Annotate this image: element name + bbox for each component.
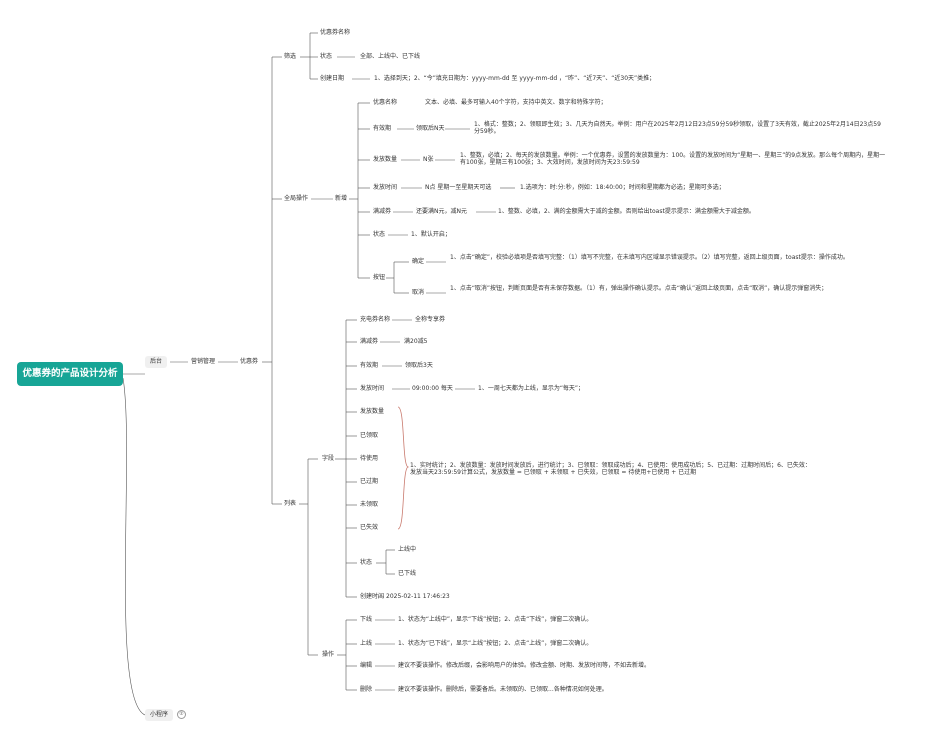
- filter-created-desc: 1、选择到天；2、“今”填充日期为：yyyy-mm-dd 至 yyyy-mm-d…: [374, 75, 656, 82]
- online-btn-node[interactable]: 上线: [360, 640, 373, 647]
- list-created-val: 2025-02-11 17:46:23: [386, 593, 450, 600]
- ops-node[interactable]: 操作: [322, 651, 335, 658]
- filter-created-node[interactable]: 创建日期: [320, 75, 345, 82]
- add-time-desc: 1.选项为：时:分:秒，例如：18:40:00；时间和星期都为必选；星期可多选；: [520, 184, 725, 191]
- fields-node[interactable]: 字段: [322, 455, 335, 462]
- add-threshold-node[interactable]: 满减券: [373, 208, 392, 215]
- filter-status-node[interactable]: 状态: [320, 53, 333, 60]
- stat-item[interactable]: 已领取: [360, 432, 379, 439]
- confirm-node[interactable]: 确定: [412, 258, 425, 265]
- offline-btn-desc: 1、状态为“上线中”，显示“下线”按钮；2、点击“下线”，弹窗二次确认。: [398, 616, 593, 623]
- add-time-mid: N点 星期一至星期天可选: [425, 184, 492, 191]
- list-validity-val: 领取后3天: [405, 362, 433, 369]
- stat-item[interactable]: 待使用: [360, 455, 379, 462]
- list-node[interactable]: 列表: [284, 500, 297, 507]
- collapsed-count-badge[interactable]: ②: [177, 710, 186, 719]
- cancel-node[interactable]: 取消: [412, 289, 425, 296]
- offline-btn-node[interactable]: 下线: [360, 616, 373, 623]
- list-time-val: 09:00:00 每天: [412, 385, 453, 392]
- stat-item[interactable]: 已过期: [360, 478, 379, 485]
- list-validity-node[interactable]: 有效期: [360, 362, 379, 369]
- filter-node[interactable]: 筛选: [284, 53, 297, 60]
- stat-item[interactable]: 发放数量: [360, 408, 385, 415]
- stats-brace: [397, 406, 410, 530]
- delete-desc: 建议不要该操作。删除后，需要备后。未领取的、已领取...各种情况如何处理。: [398, 686, 608, 693]
- add-threshold-desc: 1、整数、必填，2、满的金额需大于减的金额。否则给出toast提示提示：满金额需…: [498, 208, 755, 215]
- add-count-desc: 1、整数，必填；2、每天的发放数量。举例：一个优惠券，设置的发放数量为：100。…: [460, 152, 886, 166]
- add-name-desc: 文本、必填、最多可输入40个字符，支持中英文、数字和特殊字符；: [425, 99, 607, 106]
- list-time-node[interactable]: 发放时间: [360, 385, 385, 392]
- add-validity-mid: 领取后N天: [416, 125, 445, 132]
- cancel-desc: 1、点击“取消”按钮，判断页面是否有未保存数据。（1）有，弹出操作确认提示。点击…: [450, 285, 828, 292]
- list-name-val: 全称专享券: [415, 316, 446, 323]
- add-status-node[interactable]: 状态: [373, 231, 386, 238]
- add-status-desc: 1、默认开启；: [411, 231, 451, 238]
- coupon-node[interactable]: 优惠券: [240, 358, 259, 365]
- add-name-node[interactable]: 优惠名称: [373, 99, 398, 106]
- delete-node[interactable]: 删除: [360, 686, 373, 693]
- backend-node[interactable]: 后台: [145, 356, 168, 368]
- marketing-node[interactable]: 营销管理: [191, 358, 216, 365]
- stats-desc: 1、实时统计；2、发放数量：发放时间发放后，进行统计；3、已领取：领取成功后；4…: [410, 462, 811, 476]
- list-status-node[interactable]: 状态: [360, 559, 373, 566]
- status-online[interactable]: 上线中: [398, 546, 417, 553]
- add-validity-node[interactable]: 有效期: [373, 125, 392, 132]
- global-ops-node[interactable]: 全局操作: [284, 195, 309, 202]
- confirm-desc: 1、点击“确定”，校验必填项是否填写完整：（1）填写不完整，在未填写内区域显示错…: [450, 254, 849, 261]
- status-offline[interactable]: 已下线: [398, 570, 417, 577]
- online-btn-desc: 1、状态为“已下线”，显示“上线”按钮；2、点击“上线”，弹窗二次确认。: [398, 640, 593, 647]
- add-validity-desc: 1、格式：整数；2、领取即生效；3、几天为自然天。举例：用户在2025年2月12…: [474, 121, 881, 135]
- list-time-desc: 1、一周七天都为上线，显示为“每天”；: [478, 385, 585, 392]
- add-buttons-node[interactable]: 按钮: [373, 274, 386, 281]
- miniprogram-node[interactable]: 小程序: [145, 709, 174, 721]
- edit-desc: 建议不要该操作。修改后缀，会影响用户的体验。修改金额、时期、发放时间等，不如去新…: [398, 662, 651, 669]
- add-count-node[interactable]: 发放数量: [373, 156, 398, 163]
- list-created-node[interactable]: 创建时间: [360, 593, 385, 600]
- list-threshold-node[interactable]: 满减券: [360, 338, 379, 345]
- filter-status-values: 全部、上线中、已下线: [360, 53, 421, 60]
- add-count-mid: N张: [423, 156, 434, 163]
- root-node[interactable]: 优惠券的产品设计分析: [17, 362, 123, 386]
- add-time-node[interactable]: 发放时间: [373, 184, 398, 191]
- list-name-node[interactable]: 充电券名称: [360, 316, 391, 323]
- stat-item[interactable]: 未领取: [360, 501, 379, 508]
- filter-name-node[interactable]: 优惠券名称: [320, 29, 351, 36]
- add-node[interactable]: 新增: [335, 195, 348, 202]
- add-threshold-mid: 还要满N元，减N元: [416, 208, 467, 215]
- edit-node[interactable]: 编辑: [360, 662, 373, 669]
- list-threshold-val: 满20减5: [404, 338, 428, 345]
- stat-item[interactable]: 已失效: [360, 524, 379, 531]
